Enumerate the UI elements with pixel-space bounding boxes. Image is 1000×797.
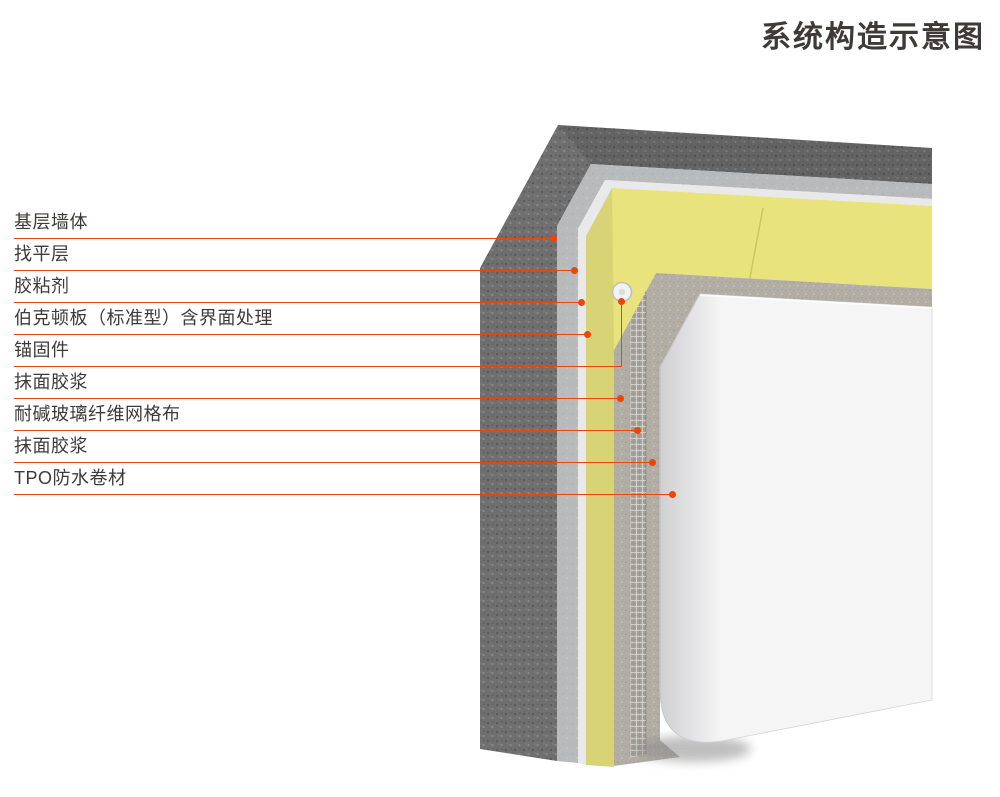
callout-dot-anchor <box>617 298 625 305</box>
callout-label-adhesive: 胶粘剂 <box>14 276 70 296</box>
callout-dot-board <box>583 331 591 338</box>
callout-label-mortar-2: 抹面胶浆 <box>14 436 88 456</box>
callout-mortar-2: 抹面胶浆 <box>14 434 656 466</box>
callout-mortar-1: 抹面胶浆 <box>14 370 624 402</box>
callout-leveling: 找平层 <box>14 242 578 274</box>
layer-mesh-strip <box>630 291 646 758</box>
callout-tpo: TPO防水卷材 <box>14 466 676 498</box>
callout-dot-mortar-2 <box>648 459 656 466</box>
layer-tpo-left-shade <box>660 294 722 743</box>
tpo-corner-shadow <box>635 736 751 762</box>
board-joint-seam <box>747 207 764 289</box>
callout-dot-mortar-1 <box>616 395 624 402</box>
callout-label-board: 伯克顿板（标准型）含界面处理 <box>14 308 273 328</box>
callout-label-mortar-1: 抹面胶浆 <box>14 372 88 392</box>
callout-label-anchor: 锚固件 <box>14 340 70 360</box>
callout-dot-base-wall <box>549 235 557 242</box>
layer-base-wall-top-shade <box>558 125 932 184</box>
callout-anchor: 锚固件 <box>14 298 625 367</box>
layer-board-strip-shade <box>586 188 614 767</box>
callout-dot-tpo <box>668 491 676 498</box>
anchor-disc-center <box>618 288 626 296</box>
layer-board-shape <box>586 188 932 767</box>
callout-adhesive: 胶粘剂 <box>14 274 585 306</box>
callout-label-base-wall: 基层墙体 <box>14 212 88 232</box>
page-title: 系统构造示意图 <box>761 21 985 54</box>
callout-label-mesh: 耐碱玻璃纤维网格布 <box>14 404 181 424</box>
layer-base-wall-shape <box>480 125 932 761</box>
callout-dot-mesh <box>633 427 641 434</box>
callout-mesh: 耐碱玻璃纤维网格布 <box>14 402 641 434</box>
callout-board: 伯克顿板（标准型）含界面处理 <box>14 306 591 338</box>
callout-dot-adhesive <box>577 299 585 306</box>
callout-dot-leveling <box>570 267 578 274</box>
callout-base-wall: 基层墙体 <box>14 210 557 242</box>
callout-anchor-vline <box>620 301 622 366</box>
callout-label-tpo: TPO防水卷材 <box>14 468 127 488</box>
callout-label-leveling: 找平层 <box>14 244 70 264</box>
layer-tpo-top-highlight <box>699 294 932 309</box>
